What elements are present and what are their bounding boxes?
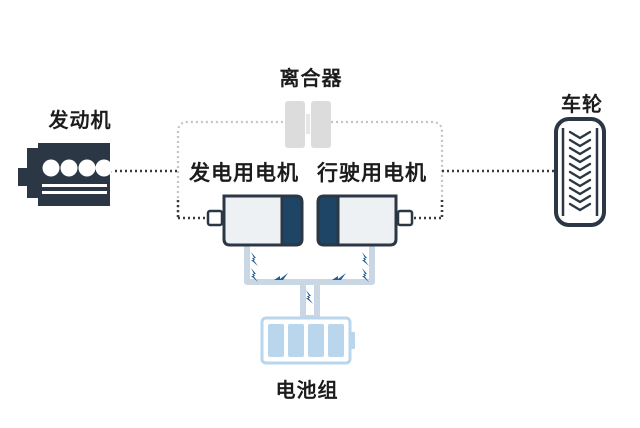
drive-motor-shaft [396,209,414,227]
battery-cell [328,324,344,357]
electric-wiring [244,244,375,321]
engine-label: 发动机 [48,108,112,132]
spark-icon [306,290,313,304]
generator-motor-end [280,194,304,247]
tread-chevron [568,146,592,156]
clutch-loop [176,120,444,218]
spark-icon [332,273,346,280]
battery-cell [288,324,304,357]
clutch-line-left [176,120,284,218]
engine-cylinder [42,159,60,177]
tread-chevron [568,178,592,188]
battery-pack-icon [260,316,355,365]
battery-label: 电池组 [275,378,339,402]
tire-outline [554,117,606,227]
tread-chevron [568,162,592,172]
electric-spark-icons [251,252,369,304]
spark-icon [251,252,258,266]
spark-icon [274,273,288,280]
drive-motor-end [316,194,340,247]
tread-chevron [568,154,592,164]
drive-motor-icon [316,194,414,247]
battery-cell [268,324,284,357]
wheel-icon [554,117,606,227]
tread-chevron [568,170,592,180]
drive-motor-body [336,194,398,247]
battery-terminal [350,332,355,349]
clutch-plate-left [285,101,305,148]
clutch-label: 离合器 [279,66,343,90]
battery-cell [308,324,324,357]
engine-cylinder [95,159,113,177]
engine-cylinder [60,159,78,177]
drive-motor-label: 行驶用电机 [317,161,427,185]
tread-chevron [568,130,592,140]
spark-icon [251,268,258,282]
clutch-plate-right [311,101,331,148]
tire-tread [568,130,592,212]
generator-motor-label: 发电用电机 [189,161,299,185]
generator-motor-body [222,194,284,247]
tread-chevron [568,186,592,196]
generator-motor-icon [206,194,304,247]
wheel-label: 车轮 [561,92,603,116]
engine-stripe [42,191,107,194]
tread-chevron [568,138,592,148]
spark-icon [362,268,369,282]
tread-chevron [568,194,592,204]
spark-icon [362,252,369,266]
clutch-icon [285,101,331,148]
clutch-line-right [331,120,444,218]
tread-chevron [568,202,592,212]
engine-stripe [42,184,107,187]
clutch-hub [306,114,310,134]
engine-icon [18,143,113,206]
wire-horizontal [244,244,375,285]
engine-cylinder [78,159,96,177]
generator-motor-shaft [206,209,224,227]
drive-shaft-lines [110,169,556,220]
